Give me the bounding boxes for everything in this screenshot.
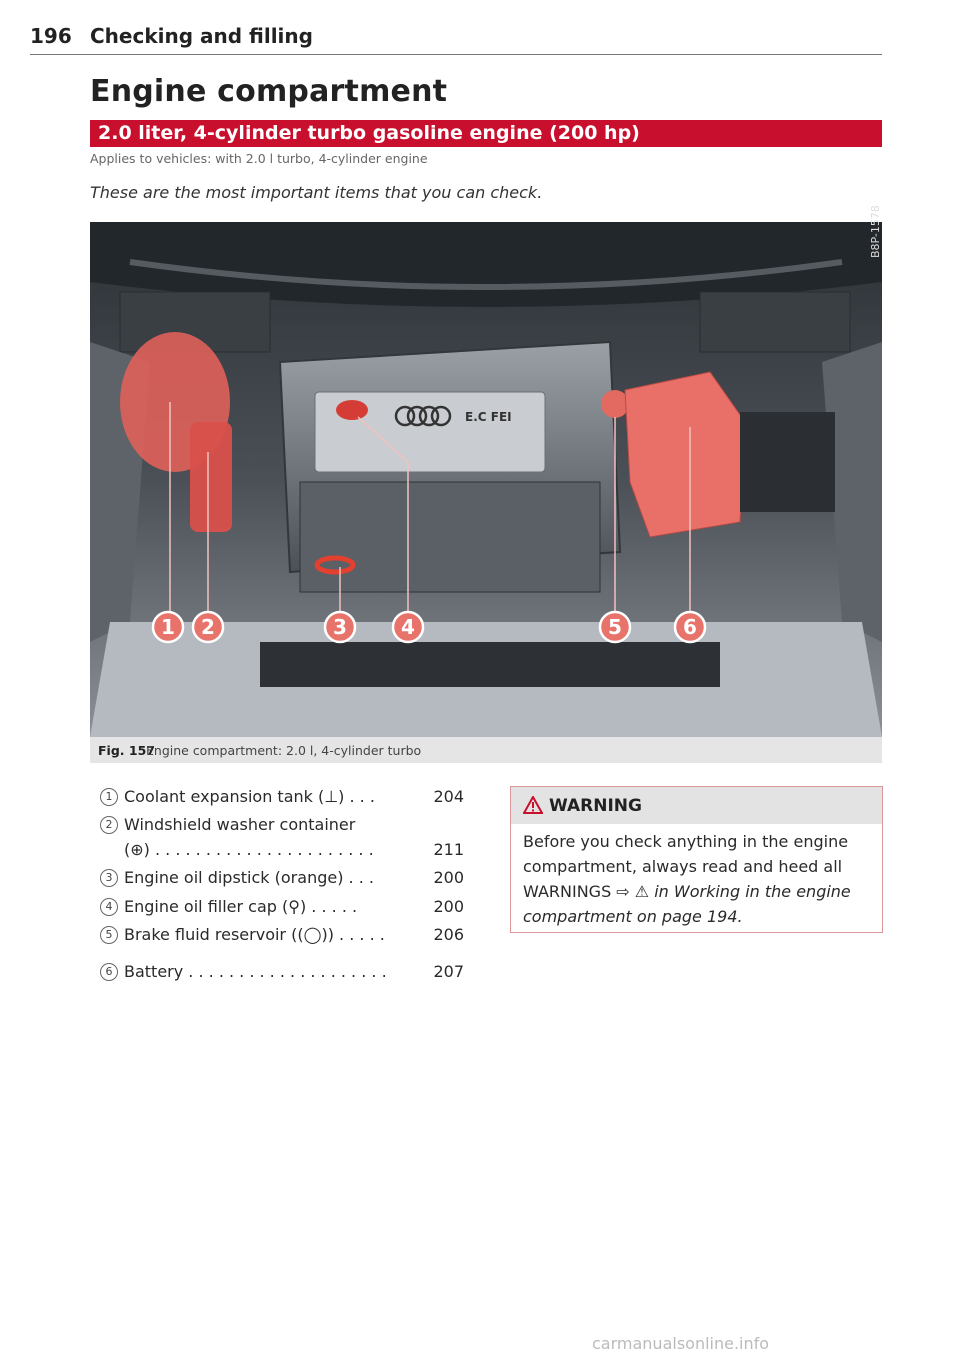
header-divider	[30, 54, 882, 55]
callout-1: 1	[151, 610, 185, 644]
warning-line: Before you check anything in the engine	[523, 832, 849, 851]
figure-code: B8P-1578	[869, 205, 882, 258]
callout-leader-lines	[169, 402, 691, 617]
item-page: 211	[433, 840, 464, 859]
callout-6: 6	[673, 610, 707, 644]
page-number: 196	[30, 24, 72, 48]
item-number: 5	[100, 926, 118, 944]
item-text: Engine oil dipstick (orange) . . .	[124, 868, 374, 887]
svg-text:4: 4	[401, 615, 415, 639]
item-text: Coolant expansion tank (⊥) . . .	[124, 787, 375, 806]
svg-text:6: 6	[683, 615, 697, 639]
warning-line: compartment on page 194.	[523, 904, 873, 929]
wiper-arm	[129, 259, 843, 290]
engine-badge-text: E.C FEI	[465, 410, 512, 424]
radiator-support	[260, 642, 720, 687]
caption-label: Fig. 157	[98, 743, 155, 758]
battery-highlight	[624, 371, 746, 538]
engine-badge-plate	[314, 391, 546, 473]
engine-lower	[299, 481, 601, 593]
brake-fluid-highlight	[601, 390, 629, 418]
item-text: Engine oil filler cap (⚲) . . . . .	[124, 897, 358, 916]
page-title: Engine compartment	[90, 74, 448, 109]
figure-caption: Fig. 157 Engine compartment: 2.0 l, 4-cy…	[90, 737, 882, 763]
callout-5: 5	[598, 610, 632, 644]
svg-text:2: 2	[201, 615, 215, 639]
item-page: 204	[433, 787, 464, 806]
engine-compartment-figure: E.C FEI 1 2 3	[90, 222, 882, 737]
caption-text: Engine compartment: 2.0 l, 4-cylinder tu…	[146, 743, 422, 758]
warning-line: compartment, always read and heed all	[523, 857, 843, 876]
air-box	[740, 412, 835, 512]
item-page: 200	[433, 897, 464, 916]
subsection-banner: 2.0 liter, 4-cylinder turbo gasoline eng…	[90, 120, 882, 147]
warning-box: WARNING Before you check anything in the…	[510, 786, 883, 933]
warning-header: WARNING	[511, 787, 882, 824]
warning-title: WARNING	[549, 796, 642, 816]
callout-4: 4	[391, 610, 425, 644]
item-page: 207	[433, 962, 464, 981]
washer-container-highlight	[190, 422, 232, 532]
warning-prefix: WARNINGS ⇨ ⚠	[523, 882, 655, 901]
svg-text:3: 3	[333, 615, 347, 639]
warning-link-text[interactable]: in Working in the engine	[654, 882, 851, 901]
item-number: 6	[100, 963, 118, 981]
item-page: 200	[433, 868, 464, 887]
item-text: Windshield washer container	[124, 815, 356, 834]
callout-2: 2	[191, 610, 225, 644]
subsection-title: 2.0 liter, 4-cylinder turbo gasoline eng…	[98, 122, 640, 144]
svg-text:1: 1	[161, 615, 175, 639]
cowl-mesh-right	[699, 291, 851, 353]
warning-triangle-icon	[523, 796, 543, 814]
warning-line: WARNINGS ⇨ ⚠ in Working in the engine	[523, 879, 873, 904]
fender-right	[822, 342, 882, 642]
item-number: 1	[100, 788, 118, 806]
item-number: 2	[100, 816, 118, 834]
item-page: 206	[433, 925, 464, 944]
callout-3: 3	[323, 610, 357, 644]
item-text: Battery . . . . . . . . . . . . . . . . …	[124, 962, 387, 981]
audi-rings	[394, 405, 452, 427]
warning-link-text[interactable]: compartment on page 194.	[523, 907, 743, 926]
dipstick-highlight	[314, 555, 356, 575]
item-number: 3	[100, 869, 118, 887]
section-title: Checking and filling	[90, 24, 313, 48]
applies-to-note: Applies to vehicles: with 2.0 l turbo, 4…	[90, 151, 428, 166]
hood-underside	[90, 222, 882, 307]
footer-watermark: carmanualsonline.info	[592, 1334, 770, 1353]
engine-illustration: E.C FEI 1 2 3	[90, 222, 882, 737]
item-text: Brake fluid reservoir ((◯)) . . . . .	[124, 925, 385, 944]
item-text: (⊕) . . . . . . . . . . . . . . . . . . …	[124, 840, 374, 859]
svg-text:5: 5	[608, 615, 622, 639]
oil-filler-cap-highlight	[336, 400, 368, 420]
warning-body: Before you check anything in the engine …	[523, 829, 873, 929]
intro-text: These are the most important items that …	[90, 183, 543, 202]
item-number: 4	[100, 898, 118, 916]
